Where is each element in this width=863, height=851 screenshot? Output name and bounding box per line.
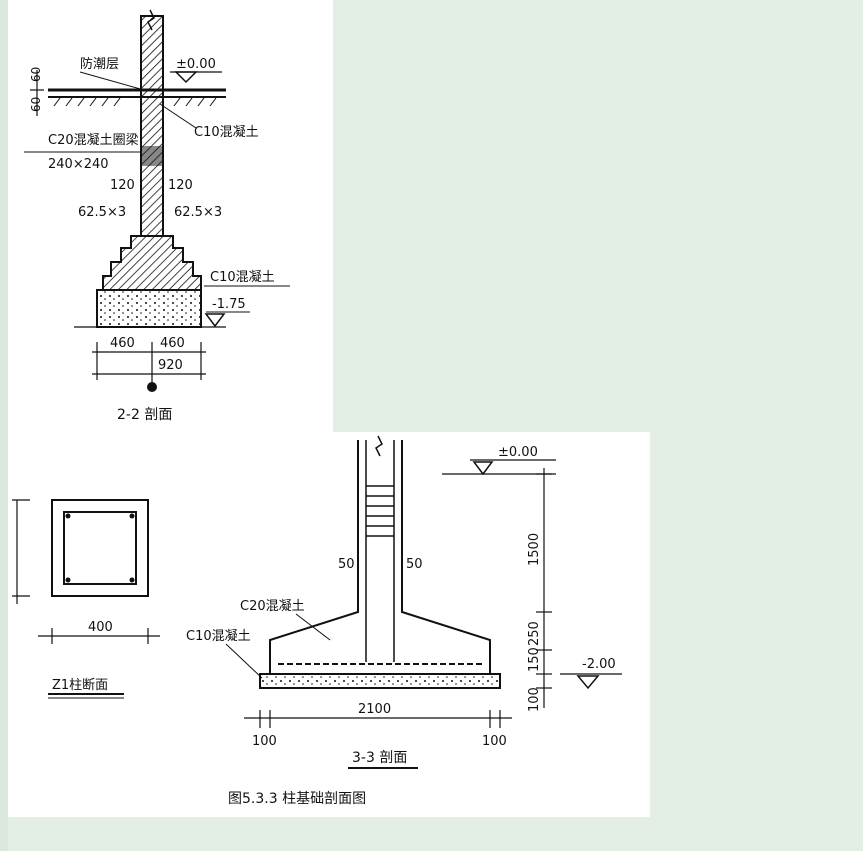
column-footing-section: 50 50 C20混凝土 C10混凝土 ±0.00 1500 250 150 1… xyxy=(186,435,622,769)
dim-100-vertical: 100 xyxy=(527,687,542,712)
dim-460-left: 460 xyxy=(110,336,135,351)
dim-100-right: 100 xyxy=(482,734,507,749)
level-bottom-label: -1.75 xyxy=(212,297,246,312)
c10-concrete-lower-label: C10混凝土 xyxy=(210,269,275,285)
brick-wall xyxy=(140,15,164,237)
level-marker xyxy=(174,71,198,84)
section-3-3-title: 3-3 剖面 xyxy=(352,750,407,766)
break-mark xyxy=(147,9,155,31)
footing-level-bottom-label: -2.00 xyxy=(582,657,616,672)
dim-120-right: 120 xyxy=(168,178,193,193)
column-section-title: Z1柱断面 xyxy=(52,678,108,693)
stepped-brick-footing xyxy=(102,235,202,291)
dim-920: 920 xyxy=(158,358,183,373)
bottom-level-marker xyxy=(204,313,226,328)
column-stirrup xyxy=(63,511,137,585)
step-right-label: 62.5×3 xyxy=(174,205,222,220)
level-zero-label: ±0.00 xyxy=(176,57,216,72)
moisture-layer-label: 防潮层 xyxy=(80,56,119,72)
footing-left-slope xyxy=(269,594,359,674)
c10-concrete-pad xyxy=(259,673,501,689)
c10-concrete-upper-label: C10混凝土 xyxy=(194,124,259,140)
left-edge-strip xyxy=(0,0,8,851)
ring-beam-size-label: 240×240 xyxy=(48,157,109,172)
ring-beam xyxy=(141,146,163,166)
ring-beam-label: C20混凝土圈梁 xyxy=(48,132,139,148)
dim-50-left: 50 xyxy=(338,557,355,572)
wall-foundation-section: ±0.00 防潮层 60 60 C10混凝土 C20混凝土圈梁 240×240 … xyxy=(24,9,290,423)
dim-2100: 2100 xyxy=(358,702,391,717)
dim-120-left: 120 xyxy=(110,178,135,193)
footing-right-slope xyxy=(401,594,491,674)
dim-50-right: 50 xyxy=(406,557,423,572)
vertical-dim-1: 60 xyxy=(29,67,43,82)
dim-150: 150 xyxy=(527,647,542,672)
c20-concrete-label: C20混凝土 xyxy=(240,598,305,614)
dim-250: 250 xyxy=(527,621,542,646)
dim-100-left: 100 xyxy=(252,734,277,749)
column-cross-section: 400 Z1柱断面 xyxy=(12,499,160,699)
step-left-label: 62.5×3 xyxy=(78,205,126,220)
dim-1500: 1500 xyxy=(527,533,542,566)
footing-level-zero-label: ±0.00 xyxy=(498,445,538,460)
vertical-dim-2: 60 xyxy=(29,97,43,112)
column-width-label: 400 xyxy=(88,620,113,635)
concrete-pad xyxy=(96,289,202,328)
c10-concrete-label: C10混凝土 xyxy=(186,628,251,644)
figure-caption: 图5.3.3 柱基础剖面图 xyxy=(228,790,366,807)
axis-marker xyxy=(147,382,157,392)
section-2-2-title: 2-2 剖面 xyxy=(117,407,172,423)
column-outer xyxy=(51,499,149,597)
dim-460-right: 460 xyxy=(160,336,185,351)
lower-drawing-panel xyxy=(8,432,650,817)
